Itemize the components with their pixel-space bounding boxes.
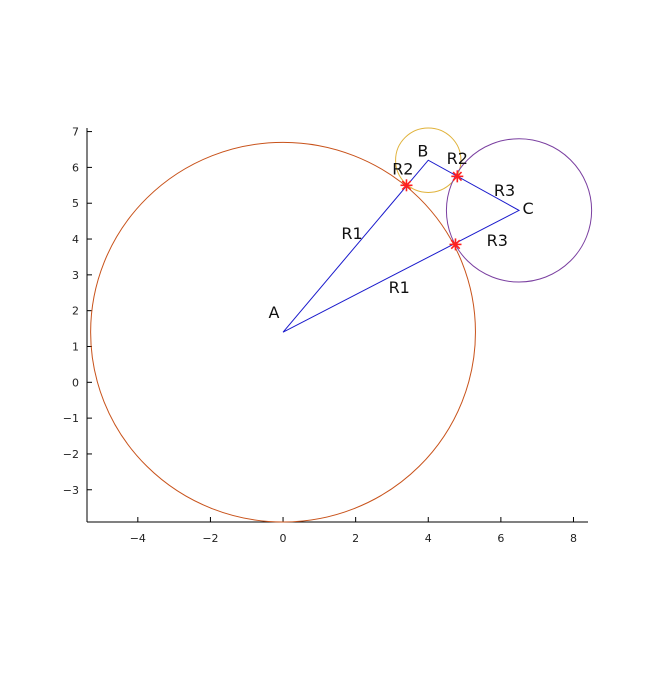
segment-label-r3: R3 [487,231,508,250]
x-tick-label: −4 [130,532,146,545]
segment-label-r3: R3 [494,181,515,200]
axes: −4 −2 0 2 4 6 8 −3 −2 −1 0 1 2 3 4 5 6 7 [63,126,588,545]
circles-layer [90,127,593,523]
point-label-b: B [417,142,428,161]
y-tick-label: 4 [72,233,79,246]
y-tick-label: 2 [72,305,79,318]
y-tick-label: 0 [72,376,79,389]
marker-star-1 [400,179,413,192]
segment-label-r1: R1 [389,278,410,297]
y-tick-label: 7 [72,126,79,139]
intersection-markers [400,170,464,251]
segment-label-r1: R1 [341,224,362,243]
marker-stroke [452,171,463,182]
x-tick-label: 4 [425,532,432,545]
triangle-layer [282,159,521,333]
y-tick-label: 5 [72,197,79,210]
segment-label-r2: R2 [447,149,468,168]
y-tick-label: −1 [63,412,79,425]
marker-star-2 [451,170,464,183]
y-tick-label: 1 [72,340,79,353]
triangle-abc [282,159,521,333]
y-tick-label: 3 [72,269,79,282]
x-tick-label: −2 [202,532,218,545]
marker-stroke [450,239,461,250]
point-label-c: C [523,199,534,218]
x-tick-label: 6 [497,532,504,545]
circle-3 [445,138,593,283]
x-tick-label: 0 [280,532,287,545]
y-tick-label: 6 [72,161,79,174]
segment-label-r2: R2 [392,160,413,179]
circle-2 [395,127,462,193]
x-tick-label: 2 [352,532,359,545]
point-label-a: A [268,303,279,322]
marker-stroke [401,180,412,191]
circle-1 [90,141,476,523]
y-tick-label: −3 [63,484,79,497]
y-tick-label: −2 [63,448,79,461]
marker-star-3 [449,238,462,251]
x-tick-label: 8 [570,532,577,545]
